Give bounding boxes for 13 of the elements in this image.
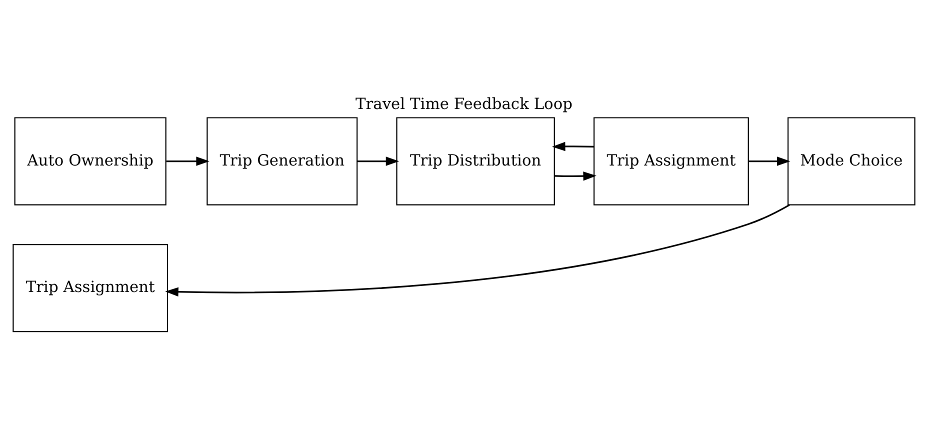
- node-box: Mode Choice: [788, 117, 916, 206]
- arrow: [552, 142, 594, 152]
- node-box: Auto Ownership: [14, 117, 166, 206]
- diagram-title: Travel Time Feedback Loop: [355, 95, 573, 114]
- arrow: [554, 171, 597, 181]
- arrow: [166, 156, 210, 166]
- node-box: Trip Assignment: [12, 244, 168, 332]
- node-box: Trip Assignment: [594, 117, 749, 206]
- node-box: Trip Generation: [206, 117, 358, 206]
- arrow: [165, 204, 790, 297]
- arrow: [748, 156, 790, 166]
- arrow: [357, 156, 400, 166]
- node-box: Trip Distribution: [396, 117, 555, 206]
